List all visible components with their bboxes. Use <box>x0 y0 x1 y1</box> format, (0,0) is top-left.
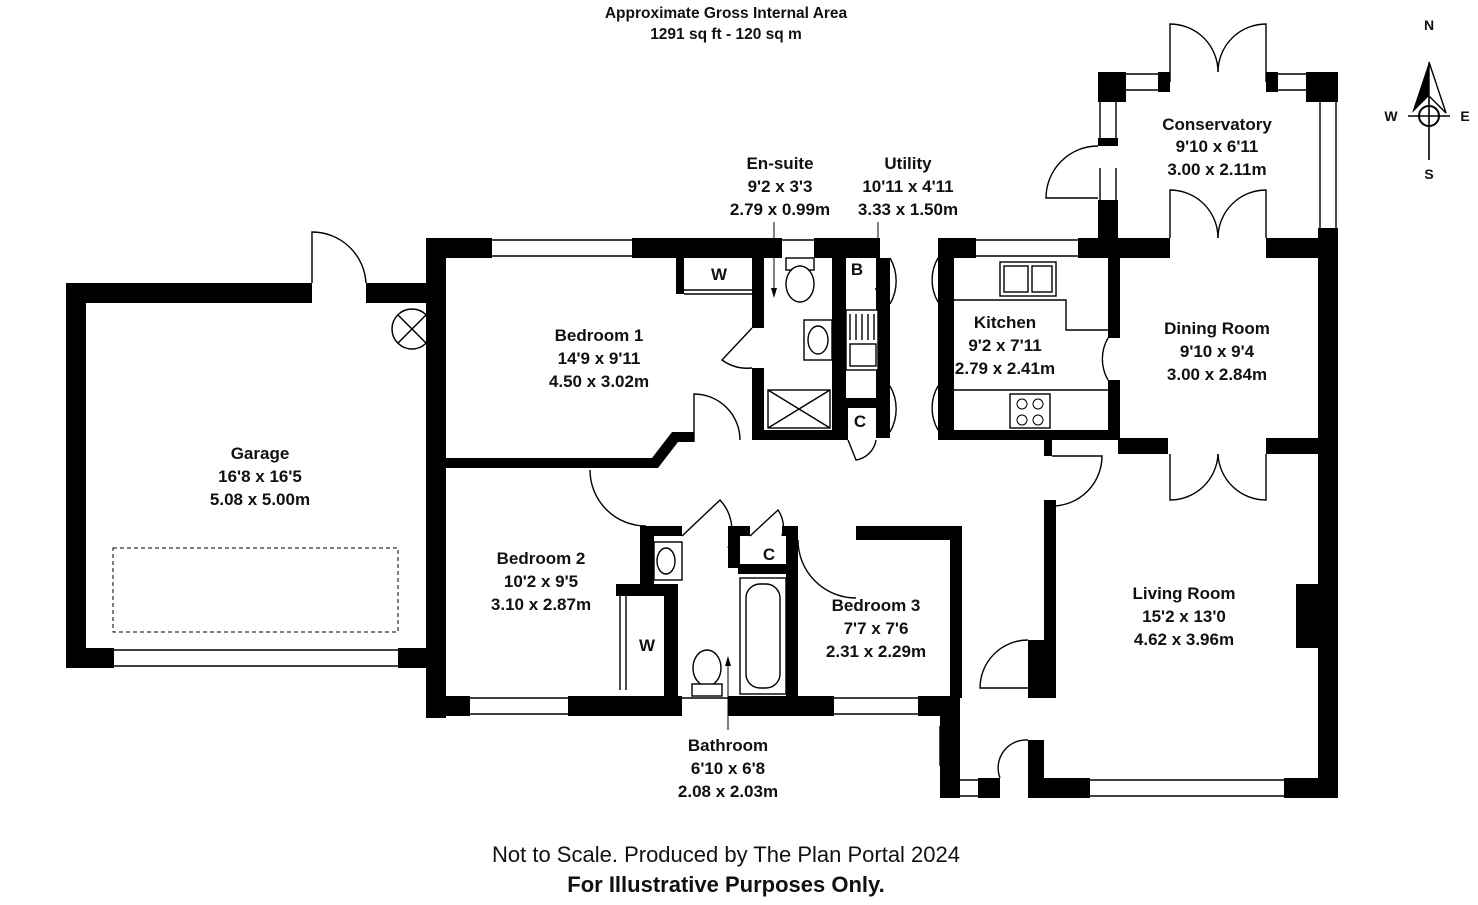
compass-west: W <box>1384 108 1398 124</box>
hob-icon <box>1009 393 1051 429</box>
svg-text:2.79 x 0.99m: 2.79 x 0.99m <box>730 200 830 219</box>
kitchen-sink-icon <box>999 261 1057 297</box>
ensuite-shower-icon <box>767 389 831 429</box>
svg-text:9'10 x 9'4: 9'10 x 9'4 <box>1180 342 1255 361</box>
garage-door-outline <box>112 547 399 633</box>
compass-north: N <box>1424 17 1434 33</box>
svg-text:Bedroom 1: Bedroom 1 <box>555 326 644 345</box>
ensuite-toilet-icon <box>785 257 815 303</box>
svg-text:Kitchen: Kitchen <box>974 313 1036 332</box>
svg-text:16'8 x 16'5: 16'8 x 16'5 <box>218 467 302 486</box>
garage-walls <box>66 238 446 718</box>
compass-icon: N S E W <box>1384 17 1469 182</box>
boiler-tag: B <box>851 260 863 279</box>
svg-text:En-suite: En-suite <box>746 154 813 173</box>
area-title: Approximate Gross Internal Area <box>605 5 848 22</box>
garage-light-icon <box>391 308 433 350</box>
room-label-bedroom1: Bedroom 1 14'9 x 9'11 4.50 x 3.02m <box>549 326 649 391</box>
bathroom-basin-icon <box>653 541 683 581</box>
room-label-bedroom2: Bedroom 2 10'2 x 9'5 3.10 x 2.87m <box>491 549 591 614</box>
room-label-bathroom: Bathroom 6'10 x 6'8 2.08 x 2.03m <box>678 736 778 801</box>
footer-disclaimer: Not to Scale. Produced by The Plan Porta… <box>492 842 960 867</box>
label-pointers <box>725 222 881 730</box>
svg-text:10'11 x 4'11: 10'11 x 4'11 <box>862 177 953 196</box>
svg-text:15'2 x 13'0: 15'2 x 13'0 <box>1142 607 1226 626</box>
interior-walls <box>446 258 1320 698</box>
svg-text:Living Room: Living Room <box>1133 584 1236 603</box>
svg-text:Dining Room: Dining Room <box>1164 319 1270 338</box>
cupboard-tag: C <box>854 412 866 431</box>
area-value: 1291 sq ft - 120 sq m <box>650 26 802 43</box>
svg-text:5.08 x 5.00m: 5.08 x 5.00m <box>210 490 310 509</box>
svg-text:Bedroom 2: Bedroom 2 <box>497 549 586 568</box>
kitchen-counter <box>954 299 1108 391</box>
svg-text:2.79 x 2.41m: 2.79 x 2.41m <box>955 359 1055 378</box>
room-label-kitchen: Kitchen 9'2 x 7'11 2.79 x 2.41m <box>955 313 1055 378</box>
cupboard-tag-hall: C <box>763 545 775 564</box>
svg-text:6'10 x 6'8: 6'10 x 6'8 <box>691 759 765 778</box>
room-label-garage: Garage 16'8 x 16'5 5.08 x 5.00m <box>210 444 310 509</box>
svg-text:3.33 x 1.50m: 3.33 x 1.50m <box>858 200 958 219</box>
wardrobe-tag-bedroom2: W <box>639 636 656 655</box>
house-walls <box>426 228 1338 798</box>
svg-text:4.50 x 3.02m: 4.50 x 3.02m <box>549 372 649 391</box>
svg-text:Garage: Garage <box>231 444 290 463</box>
conservatory-doors <box>1045 23 1267 501</box>
svg-text:2.31 x 2.29m: 2.31 x 2.29m <box>826 642 926 661</box>
room-label-utility: Utility 10'11 x 4'11 3.33 x 1.50m <box>858 154 958 219</box>
room-label-dining: Dining Room 9'10 x 9'4 3.00 x 2.84m <box>1164 319 1270 384</box>
svg-text:2.08 x 2.03m: 2.08 x 2.03m <box>678 782 778 801</box>
room-label-living: Living Room 15'2 x 13'0 4.62 x 3.96m <box>1133 584 1236 649</box>
room-label-ensuite: En-suite 9'2 x 3'3 2.79 x 0.99m <box>730 154 830 219</box>
svg-text:9'2 x 3'3: 9'2 x 3'3 <box>748 177 813 196</box>
bathroom-toilet-icon <box>691 649 723 697</box>
room-label-conservatory: Conservatory 9'10 x 6'11 3.00 x 2.11m <box>1162 115 1272 179</box>
wardrobe-tag: W <box>711 265 728 284</box>
ensuite-basin-icon <box>803 319 833 361</box>
svg-text:10'2 x 9'5: 10'2 x 9'5 <box>504 572 578 591</box>
compass-east: E <box>1460 108 1469 124</box>
conservatory-walls <box>1098 72 1338 238</box>
footer-illustrative: For Illustrative Purposes Only. <box>567 872 884 897</box>
interior-doors <box>589 257 1109 779</box>
room-label-bedroom3: Bedroom 3 7'7 x 7'6 2.31 x 2.29m <box>826 596 926 661</box>
svg-text:14'9 x 9'11: 14'9 x 9'11 <box>558 349 641 368</box>
garage-door-swing <box>311 231 367 284</box>
svg-text:Utility: Utility <box>884 154 932 173</box>
svg-text:Bathroom: Bathroom <box>688 736 768 755</box>
chimney-breast <box>1298 584 1320 648</box>
svg-text:Bedroom 3: Bedroom 3 <box>832 596 921 615</box>
svg-text:7'7 x 7'6: 7'7 x 7'6 <box>844 619 909 638</box>
svg-text:3.00 x 2.11m: 3.00 x 2.11m <box>1167 160 1266 179</box>
compass-south: S <box>1424 166 1433 182</box>
svg-text:9'2 x 7'11: 9'2 x 7'11 <box>968 336 1041 355</box>
svg-text:4.62 x 3.96m: 4.62 x 3.96m <box>1134 630 1234 649</box>
svg-text:3.10 x 2.87m: 3.10 x 2.87m <box>491 595 591 614</box>
utility-sink-icon <box>845 309 879 371</box>
svg-text:3.00 x 2.84m: 3.00 x 2.84m <box>1167 365 1267 384</box>
svg-text:Conservatory: Conservatory <box>1162 115 1272 134</box>
bathroom-bath-icon <box>739 577 787 695</box>
svg-text:9'10 x 6'11: 9'10 x 6'11 <box>1176 137 1259 156</box>
